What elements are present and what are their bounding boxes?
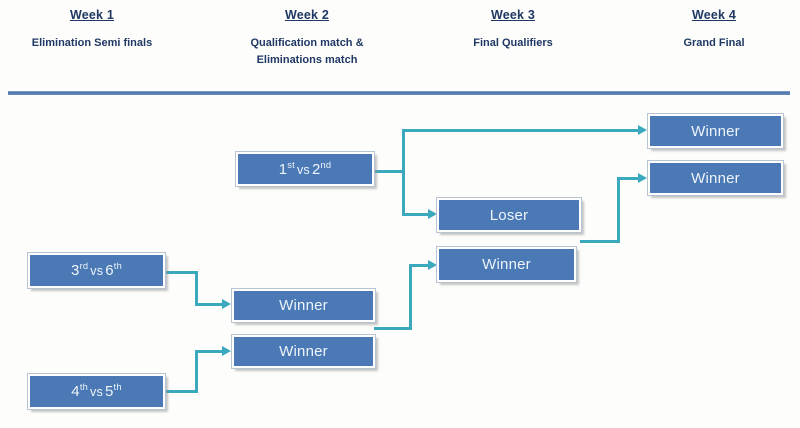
arrowhead-w4-winner-b (638, 173, 647, 183)
connector-1v2-stem (374, 170, 405, 173)
connector-3v6-stem (164, 271, 198, 274)
arrowhead-w2-winner-b (222, 346, 231, 356)
connector-1v2-to-w4-winner-a (402, 129, 642, 132)
node-week3-winner-label: Winner (482, 256, 531, 273)
week-2-subtitle: Qualification match & Eliminations match (250, 37, 364, 66)
node-week2-winner-a[interactable]: Winner (231, 288, 376, 323)
week-1-title: Week 1 (69, 8, 115, 22)
node-week3-loser[interactable]: Loser (436, 197, 582, 233)
week-2-title: Week 2 (284, 8, 330, 22)
node-week2-winner-b[interactable]: Winner (231, 334, 376, 369)
connector-4v5-stem (164, 390, 198, 393)
connector-3v6-riser (195, 271, 198, 306)
node-week4-winner-b-label: Winner (691, 169, 740, 187)
connector-w2-to-w3-winner-upper (409, 264, 434, 267)
connector-4v5-to-w2-winner-b (195, 350, 227, 353)
connector-3v6-to-w2-winner-a (195, 303, 227, 306)
arrowhead-w4-winner-a (638, 125, 647, 135)
week-4-title: Week 4 (691, 8, 737, 22)
header-column-week-2: Week 2 Qualification match & Elimination… (221, 8, 393, 69)
node-week3-loser-label: Loser (489, 206, 529, 224)
header-column-week-3: Week 3 Final Qualifiers (427, 8, 599, 52)
connector-w3-to-w4-winner-b-upper (617, 177, 642, 180)
connector-w3-to-w4-winner-b-lower (580, 240, 620, 243)
arrowhead-w3-winner (428, 260, 437, 270)
week-1-subtitle: Elimination Semi finals (31, 37, 153, 49)
node-week4-winner-b[interactable]: Winner (647, 160, 784, 196)
node-week3-winner[interactable]: Winner (436, 246, 577, 283)
arrowhead-w3-loser (428, 209, 437, 219)
node-week4-winner-a-label: Winner (691, 122, 740, 140)
arrowhead-w2-winner-a (222, 299, 231, 309)
header-column-week-1: Week 1 Elimination Semi finals (6, 8, 178, 52)
connector-1v2-to-w3-loser (402, 213, 434, 216)
week-3-subtitle: Final Qualifiers (473, 37, 553, 49)
connector-w3-to-w4-winner-b-riser (617, 177, 620, 243)
header-column-week-4: Week 4 Grand Final (628, 8, 800, 52)
connector-w2-to-w3-winner-riser (409, 264, 412, 330)
node-week4-winner-a[interactable]: Winner (647, 113, 784, 149)
week-4-subtitle: Grand Final (683, 37, 745, 49)
week-3-title: Week 3 (490, 8, 536, 22)
node-week2-winner-b-label: Winner (279, 343, 328, 360)
node-week2-winner-a-label: Winner (279, 297, 328, 314)
header-divider (8, 91, 790, 95)
connector-w2-to-w3-winner-lower (374, 327, 412, 330)
connector-1v2-riser (402, 129, 405, 216)
connector-4v5-riser (195, 350, 198, 393)
